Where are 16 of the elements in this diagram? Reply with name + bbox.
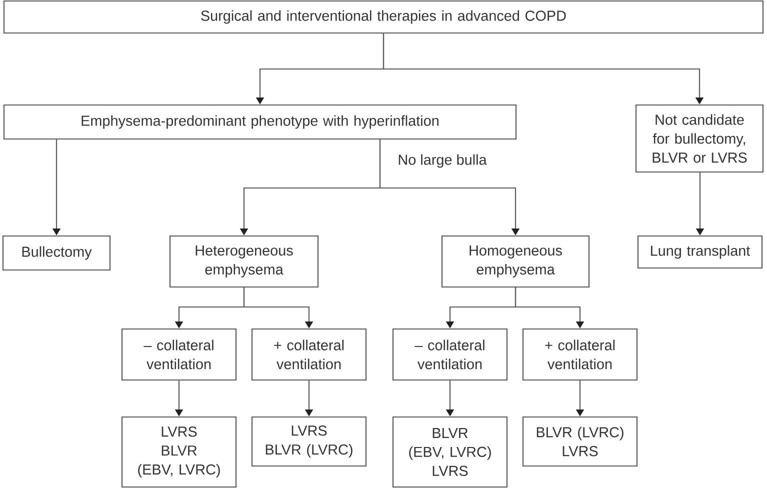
flowchart-box: Bullectomy <box>2 235 111 271</box>
flowchart-box: BLVR (LVRC) LVRS <box>522 416 638 467</box>
flowchart-box: Heterogeneous emphysema <box>169 235 319 288</box>
flowchart-box: + collateral ventilation <box>522 328 638 381</box>
flowchart-box: Homogeneous emphysema <box>441 235 590 288</box>
flowchart-box: – collateral ventilation <box>121 328 237 381</box>
flowchart-box: LVRS BLVR (EBV, LVRC) <box>121 416 237 488</box>
flowchart-box: + collateral ventilation <box>251 328 367 381</box>
edge-label: No large bulla <box>396 152 488 170</box>
flowchart-box: – collateral ventilation <box>392 328 508 381</box>
flowchart-box: BLVR (EBV, LVRC) LVRS <box>392 416 508 488</box>
flowchart-box: Surgical and interventional therapies in advanced COPD <box>3 0 764 34</box>
flowchart-box: LVRS BLVR (LVRC) <box>251 416 367 467</box>
flowchart-box: Not candidate for bullectomy, BLVR or LVRS <box>635 104 764 173</box>
flowchart-box: Lung transplant <box>637 235 763 269</box>
flowchart-box: Emphysema-predominant phenotype with hyperinflation <box>3 104 517 140</box>
